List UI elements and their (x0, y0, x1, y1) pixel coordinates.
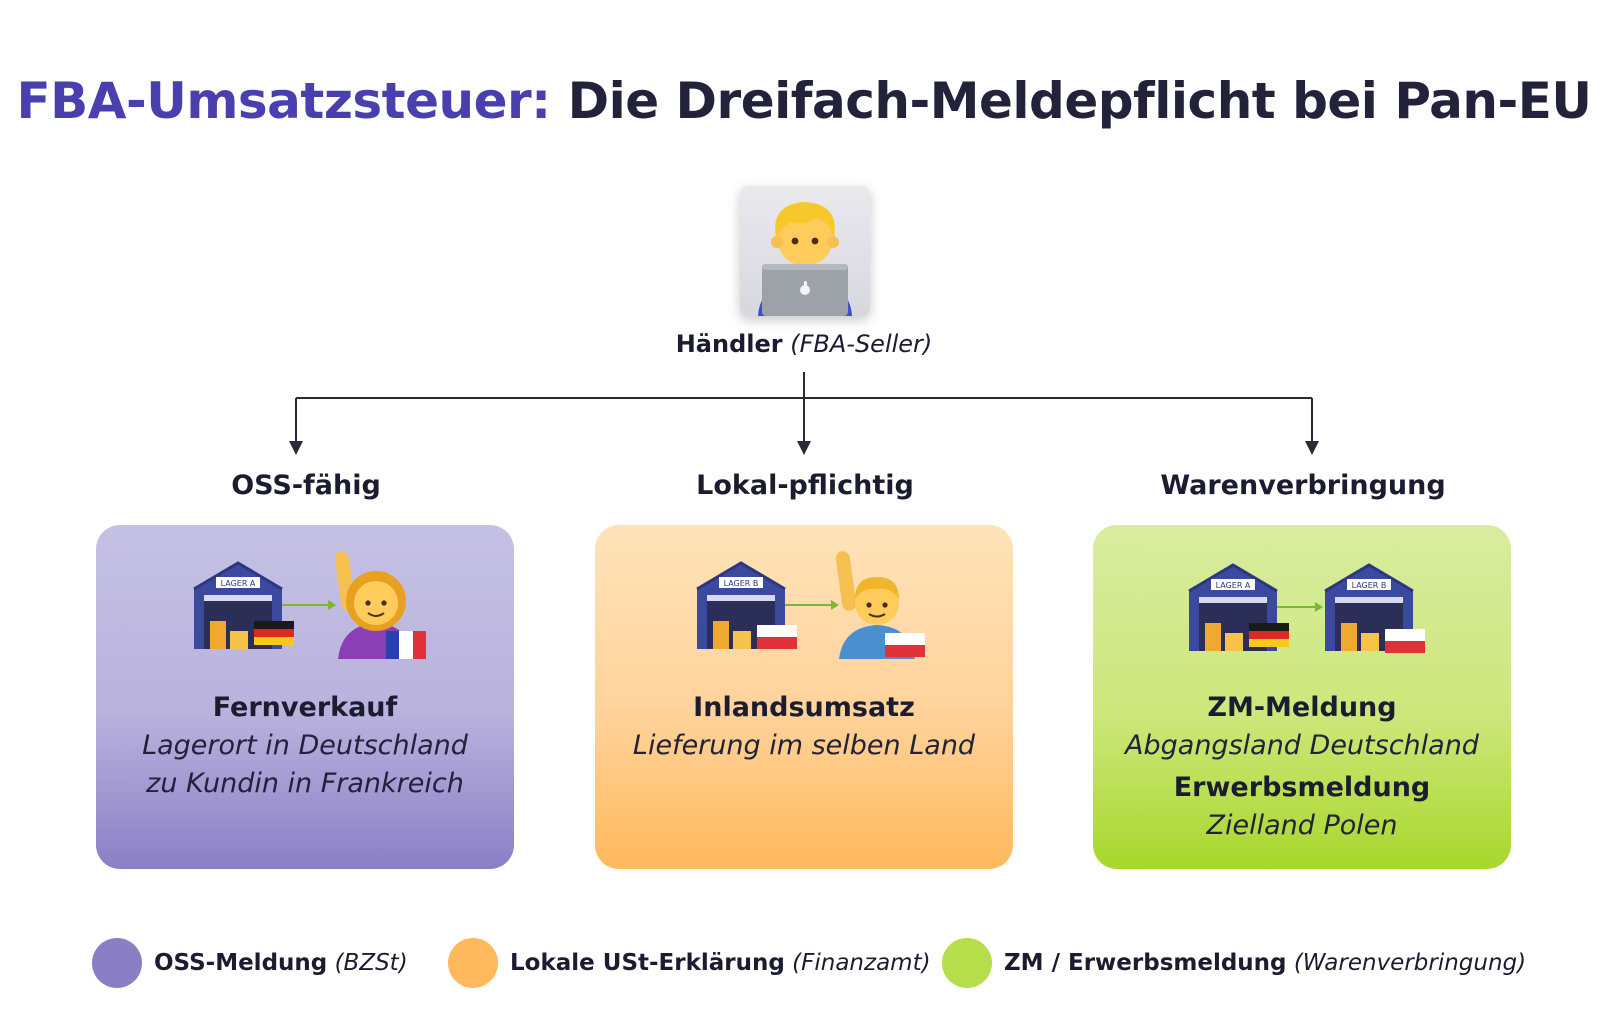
legend-label-lokal: Lokale USt-Erklärung (510, 950, 785, 976)
legend-note-zm: (Warenverbringung) (1293, 950, 1527, 976)
svg-text:LAGER A: LAGER A (1216, 581, 1251, 590)
diagram-title: FBA-Umsatzsteuer: Die Dreifach-Meldepfli… (0, 72, 1608, 130)
card-oss-title: Fernverkauf (212, 692, 398, 723)
poland-flag-icon (885, 633, 925, 657)
card-erwerb-title: Erwerbsmeldung (1173, 772, 1431, 803)
heading-lokal: Lokal-pflichtig (696, 470, 914, 501)
legend-label-zm: ZM / Erwerbsmeldung (1004, 950, 1287, 976)
heading-warenverbringung: Warenverbringung (1160, 470, 1446, 501)
seller-role: (FBA-Seller) (790, 330, 933, 358)
card-zm-line-1: Abgangsland Deutschland (1125, 730, 1479, 761)
title-accent: FBA-Umsatzsteuer: (16, 72, 552, 130)
legend-item-oss: OSS-Meldung (BZSt) (92, 935, 408, 991)
seller-name: Händler (675, 330, 783, 358)
card-lokal-illustration: LAGER B (696, 551, 925, 659)
warehouse-icon: LAGER B (1324, 563, 1414, 651)
legend-item-zm: ZM / Erwerbsmeldung (Warenverbringung) (942, 935, 1526, 991)
legend-dot-lokal (448, 938, 498, 988)
card-oss-text: Fernverkauf Lagerort in Deutschland zu K… (96, 689, 514, 803)
card-lokal-line-1: Lieferung im selben Land (632, 730, 976, 761)
card-erwerb-line-1: Zielland Polen (1206, 810, 1398, 841)
svg-text:LAGER B: LAGER B (724, 579, 759, 588)
legend-note-oss: (BZSt) (334, 950, 408, 976)
seller-label: Händler (FBA-Seller) (0, 330, 1608, 358)
legend-label-oss: OSS-Meldung (154, 950, 328, 976)
card-lokal-title: Inlandsumsatz (693, 692, 915, 723)
card-warenverbringung-text: ZM-Meldung Abgangsland Deutschland Erwer… (1093, 689, 1511, 845)
legend-note-lokal: (Finanzamt) (792, 950, 931, 976)
card-warenverbringung: LAGER A LAGER B ZM-Meldung (1093, 525, 1511, 869)
warehouse-icon: LAGER B (696, 561, 786, 649)
germany-flag-icon (254, 621, 294, 645)
card-oss-line-2: zu Kundin in Frankreich (146, 768, 464, 799)
poland-flag-icon (757, 625, 797, 649)
card-lokal: LAGER B Inlandsumsatz Lieferung im s (595, 525, 1013, 869)
svg-text:LAGER B: LAGER B (1352, 581, 1387, 590)
heading-oss: OSS-fähig (231, 470, 381, 501)
card-warenverbringung-illustration: LAGER A LAGER B (1188, 563, 1425, 653)
card-oss-line-1: Lagerort in Deutschland (142, 730, 468, 761)
svg-text:LAGER A: LAGER A (221, 579, 256, 588)
card-zm-title: ZM-Meldung (1207, 692, 1397, 723)
title-rest: Die Dreifach-Meldepflicht bei Pan-EU (567, 72, 1592, 130)
germany-flag-icon (1249, 623, 1289, 647)
poland-flag-icon (1385, 629, 1425, 653)
card-oss-illustration: LAGER A (193, 551, 426, 659)
card-lokal-text: Inlandsumsatz Lieferung im selben Land (595, 689, 1013, 765)
person-with-laptop-icon (740, 186, 870, 316)
legend-dot-oss (92, 938, 142, 988)
legend-item-lokal: Lokale USt-Erklärung (Finanzamt) (448, 935, 931, 991)
legend-dot-zm (942, 938, 992, 988)
woman-raising-hand-icon (334, 551, 414, 659)
card-oss: LAGER A (96, 525, 514, 869)
france-flag-icon (386, 631, 426, 659)
